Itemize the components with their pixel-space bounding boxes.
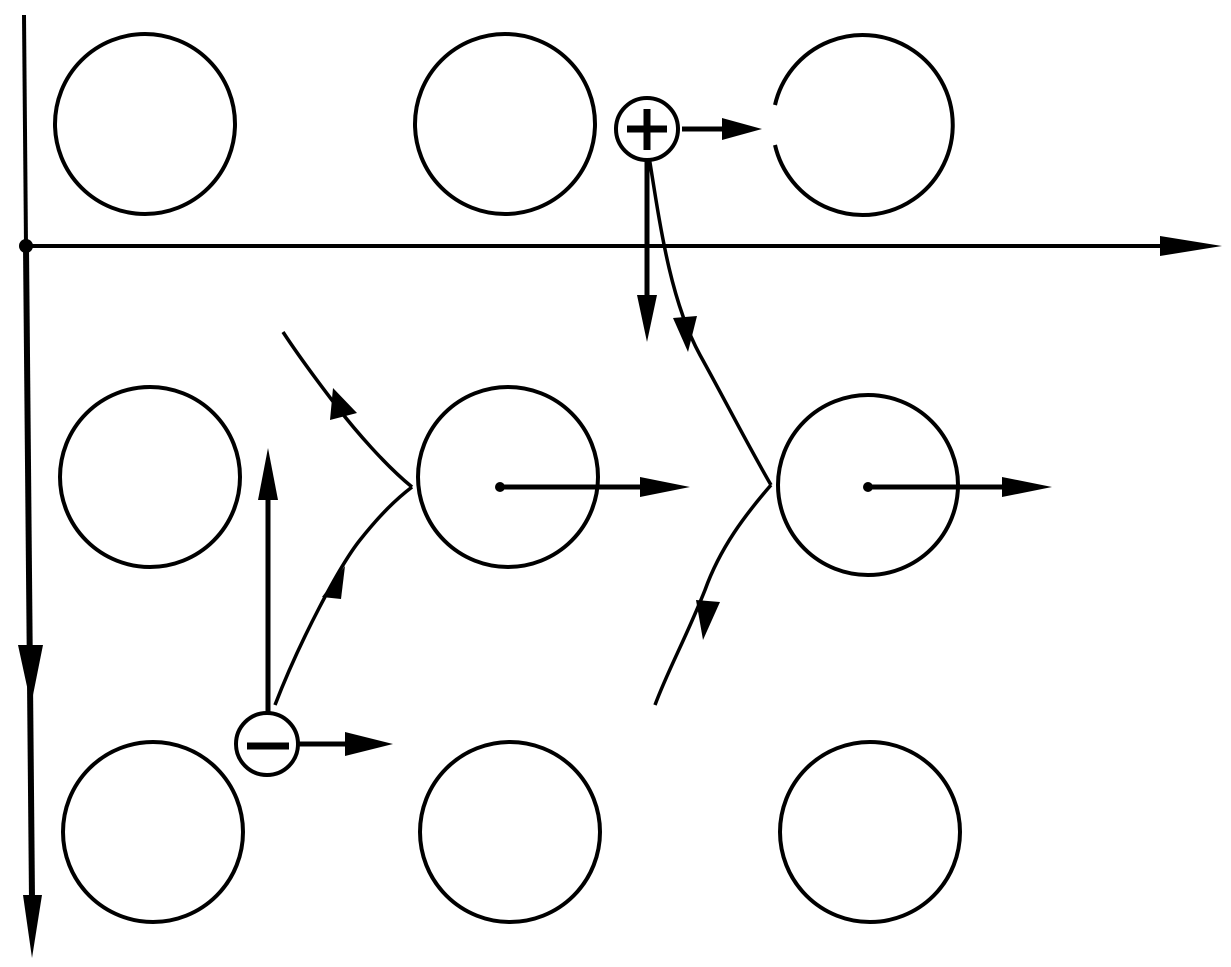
ion-displacement-vectors	[495, 477, 1052, 497]
positive-charge-group: +	[614, 96, 773, 486]
positive-reflected-trajectory	[653, 483, 773, 706]
ion-r2-c3-vector-head	[1002, 477, 1052, 497]
ion-r3-c1	[61, 740, 245, 924]
reflected-trajectory	[653, 483, 773, 706]
negative-trajectory-arrowhead	[322, 566, 345, 599]
negative-charge-right-arrowhead	[345, 732, 393, 756]
ion-r2-c2-vector-head	[640, 477, 690, 497]
negative-reflected-trajectory	[281, 331, 414, 489]
y-axis	[23, 245, 35, 901]
reflected-trajectory-arrowhead	[696, 600, 720, 640]
coordinate-axes	[18, 14, 1222, 958]
negative-charge-up-arrowhead	[258, 448, 278, 500]
ion-r3-c2	[418, 740, 602, 924]
negative-reflected-arrowhead	[330, 388, 357, 420]
ion-r3-c3	[778, 740, 962, 924]
origin-dot	[19, 239, 33, 253]
ion-r2-c2-vector-tail	[495, 482, 505, 492]
positive-trajectory-arrowhead	[673, 316, 697, 352]
positive-charge-trajectory	[646, 149, 773, 486]
x-axis-arrowhead	[1160, 236, 1222, 256]
lattice-ions	[53, 32, 962, 924]
positive-charge-down-arrowhead	[637, 295, 657, 342]
negative-charge-group: −	[234, 448, 414, 777]
positive-charge-right-arrowhead	[722, 118, 762, 140]
ion-r2-c2	[416, 385, 600, 569]
negative-charge-trajectory	[273, 485, 414, 706]
y-axis-upper	[22, 14, 28, 247]
ion-r2-c1	[58, 385, 242, 569]
y-axis-midarrowhead	[18, 645, 43, 705]
ion-r2-c3-vector-tail	[863, 482, 873, 492]
ion-r1-c3	[773, 33, 955, 217]
y-axis-arrowhead	[23, 895, 42, 958]
ion-r1-c1	[53, 32, 237, 216]
ion-r1-c2	[413, 32, 597, 216]
